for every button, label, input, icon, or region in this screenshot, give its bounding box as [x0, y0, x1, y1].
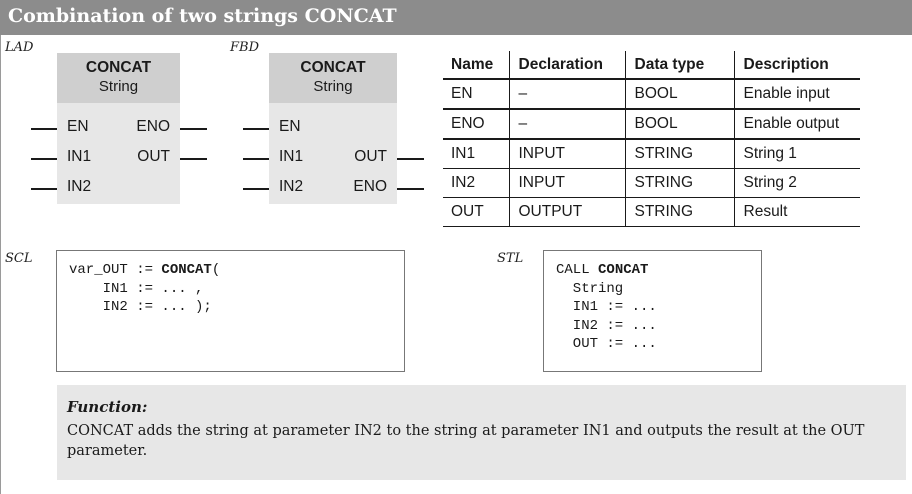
scl-keyword: CONCAT [161, 262, 212, 278]
table-cell: IN1 [443, 139, 509, 169]
table-cell: EN [443, 79, 509, 110]
table-cell: String 2 [733, 168, 860, 198]
scl-line-1-paren: ( [211, 262, 221, 278]
table-cell: IN2 [443, 168, 509, 198]
scl-label: SCL [5, 251, 33, 266]
fbd-block-header: CONCAT String [269, 53, 397, 103]
table-header-data-type: Data type [624, 51, 734, 80]
lad-wire-en [31, 128, 57, 130]
fbd-wire-en [243, 128, 269, 130]
lad-wire-eno [180, 128, 207, 130]
scl-line-2: IN1 := ... , [69, 280, 204, 297]
table-cell: BOOL [624, 79, 734, 110]
function-heading: Function: [67, 398, 148, 416]
fbd-wire-in1 [243, 158, 269, 160]
lad-wire-out [180, 158, 207, 160]
lad-wire-in1 [31, 158, 57, 160]
lad-block-type: String [98, 78, 139, 95]
table-cell: OUT [443, 197, 509, 227]
lad-wire-in2 [31, 188, 57, 190]
function-body: CONCAT adds the string at parameter IN2 … [67, 423, 865, 459]
lad-block-header: CONCAT String [57, 53, 180, 103]
scl-line-1-text: var_OUT := [69, 262, 162, 278]
table-header-declaration: Declaration [508, 51, 625, 80]
table-row: IN2 INPUT STRING String 2 [443, 168, 860, 198]
fbd-wire-in2 [243, 188, 269, 190]
fbd-pin-in2: IN2 [279, 178, 304, 195]
title-bar: Combination of two strings CONCAT [0, 0, 912, 35]
stl-code-box: CALL CONCAT String IN1 := ... IN2 := ...… [543, 250, 762, 372]
lad-pin-in1: IN1 [67, 148, 92, 165]
fbd-block-name: CONCAT [300, 59, 366, 76]
fbd-label: FBD [230, 40, 259, 55]
table-cell: Enable output [733, 109, 860, 140]
fbd-pin-eno: ENO [353, 178, 387, 195]
fbd-wire-out [397, 158, 424, 160]
fbd-pin-in1: IN1 [279, 148, 304, 165]
stl-keyword: CONCAT [598, 262, 649, 278]
table-cell: INPUT [508, 168, 625, 198]
stl-line-5: OUT := ... [556, 336, 657, 352]
fbd-block: CONCAT String EN IN1 OUT IN2 ENO [269, 53, 397, 204]
table-cell: ENO [443, 109, 509, 140]
table-header-row: Name Declaration Data type Description [443, 51, 860, 80]
fbd-pin-en: EN [279, 118, 301, 135]
table-cell: Enable input [733, 79, 860, 110]
table-row: ENO – BOOL Enable output [443, 109, 860, 140]
stl-line-1: CALL CONCAT [556, 261, 761, 280]
scl-line-1: var_OUT := CONCAT( [69, 261, 404, 280]
stl-label: STL [497, 251, 524, 266]
table-row: EN – BOOL Enable input [443, 79, 860, 110]
lad-pin-in2: IN2 [67, 178, 92, 195]
table-cell: OUTPUT [508, 197, 625, 227]
table-header-name: Name [443, 51, 509, 80]
table-cell: Result [733, 197, 860, 227]
table-row: OUT OUTPUT STRING Result [443, 197, 860, 227]
lad-pin-eno: ENO [136, 118, 170, 135]
scl-code-box: var_OUT := CONCAT( IN1 := ... , IN2 := .… [56, 250, 405, 372]
scl-line-3: IN2 := ... ); [69, 299, 212, 315]
table-cell: INPUT [508, 139, 625, 169]
stl-line-3: IN1 := ... [556, 299, 657, 315]
table-cell: – [508, 79, 625, 110]
lad-label: LAD [5, 40, 34, 55]
lad-block-name: CONCAT [85, 59, 152, 76]
function-description: Function: CONCAT adds the string at para… [57, 385, 906, 480]
table-cell: STRING [624, 139, 734, 169]
table-cell: String 1 [733, 139, 860, 169]
fbd-pin-out: OUT [354, 148, 387, 165]
stl-line-1-text: CALL [556, 262, 599, 278]
stl-line-2: String [556, 280, 624, 297]
table-row: IN1 INPUT STRING String 1 [443, 139, 860, 169]
table-cell: – [508, 109, 625, 140]
fbd-wire-eno [397, 188, 424, 190]
table-cell: STRING [624, 197, 734, 227]
table-cell: BOOL [624, 109, 734, 140]
stl-line-4: IN2 := ... [556, 317, 657, 334]
lad-pin-out: OUT [137, 148, 170, 165]
fbd-block-type: String [313, 78, 353, 95]
table-cell: STRING [624, 168, 734, 198]
table-header-description: Description [733, 51, 860, 80]
parameter-table: Name Declaration Data type Description E… [443, 51, 860, 227]
lad-pin-en: EN [67, 118, 89, 135]
lad-block: CONCAT String EN ENO IN1 OUT IN2 [57, 53, 180, 204]
figure-title: Combination of two strings CONCAT [8, 5, 397, 27]
